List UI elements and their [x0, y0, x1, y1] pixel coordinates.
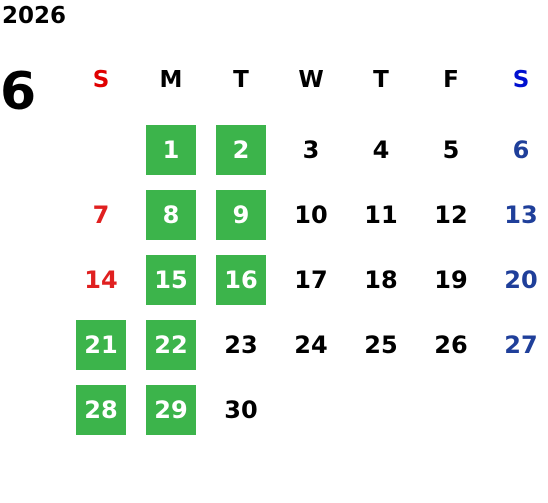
calendar-day-highlighted: 8 [146, 190, 196, 240]
calendar-cell: 1 [136, 125, 206, 190]
weekday-sun: S [92, 67, 110, 93]
calendar-day-highlighted: 22 [146, 320, 196, 370]
calendar-day-highlighted: 15 [146, 255, 196, 305]
calendar-day: 27 [504, 331, 538, 359]
calendar-cell: 15 [136, 255, 206, 320]
weekday-sat: S [512, 67, 530, 93]
calendar-day: 19 [434, 266, 468, 294]
calendar-day: 20 [504, 266, 538, 294]
calendar-cell: 18 [346, 255, 416, 320]
calendar-cell: 17 [276, 255, 346, 320]
calendar-cell: 16 [206, 255, 276, 320]
calendar-day-highlighted: 16 [216, 255, 266, 305]
calendar-day-highlighted: 28 [76, 385, 126, 435]
calendar-day: 30 [224, 396, 258, 424]
calendar-day: 24 [294, 331, 328, 359]
calendar-cell: 11 [346, 190, 416, 255]
calendar-cell: 24 [276, 320, 346, 385]
calendar-cell: 7 [66, 190, 136, 255]
calendar-day-highlighted: 2 [216, 125, 266, 175]
calendar-cell: 12 [416, 190, 486, 255]
calendar-cell: 4 [346, 125, 416, 190]
calendar-day: 6 [512, 136, 530, 164]
month-label: 6 [0, 62, 37, 122]
year-label: 2026 [2, 3, 67, 29]
calendar-day: 13 [504, 201, 538, 229]
calendar-cell: 8 [136, 190, 206, 255]
calendar-day-highlighted: 21 [76, 320, 126, 370]
calendar-cell: 25 [346, 320, 416, 385]
calendar-day: 12 [434, 201, 468, 229]
calendar-day: 7 [92, 201, 110, 229]
weekday-wed: W [298, 67, 324, 93]
calendar-cell: 10 [276, 190, 346, 255]
calendar-cell: 14 [66, 255, 136, 320]
calendar-day: 18 [364, 266, 398, 294]
calendar-day: 10 [294, 201, 328, 229]
calendar-cell [276, 385, 346, 450]
calendar-cell [66, 125, 136, 190]
calendar-cell [346, 385, 416, 450]
calendar-day: 11 [364, 201, 398, 229]
calendar-day: 3 [302, 136, 320, 164]
calendar-day: 23 [224, 331, 258, 359]
calendar-day: 14 [84, 266, 118, 294]
calendar-cell: 2 [206, 125, 276, 190]
calendar-cell: 29 [136, 385, 206, 450]
calendar-cell [416, 385, 486, 450]
weekday-tue: T [233, 67, 249, 93]
calendar-cell: 28 [66, 385, 136, 450]
calendar-cell: 30 [206, 385, 276, 450]
weekday-fri: F [443, 67, 459, 93]
calendar-day: 5 [442, 136, 460, 164]
calendar-cell: 22 [136, 320, 206, 385]
calendar-cell: 20 [486, 255, 548, 320]
calendar-cell: 3 [276, 125, 346, 190]
calendar-day: 26 [434, 331, 468, 359]
calendar-day: 4 [372, 136, 390, 164]
calendar-day-highlighted: 9 [216, 190, 266, 240]
calendar-day-highlighted: 29 [146, 385, 196, 435]
calendar-cell: 6 [486, 125, 548, 190]
weekday-thu: T [373, 67, 389, 93]
calendar-day: 17 [294, 266, 328, 294]
calendar-cell: 23 [206, 320, 276, 385]
weekday-mon: M [159, 67, 183, 93]
calendar-cell: 21 [66, 320, 136, 385]
calendar-day: 25 [364, 331, 398, 359]
calendar-cell: 13 [486, 190, 548, 255]
calendar-cell: 26 [416, 320, 486, 385]
calendar-cell: 19 [416, 255, 486, 320]
calendar-cell: 9 [206, 190, 276, 255]
calendar-cell: 5 [416, 125, 486, 190]
calendar-day-highlighted: 1 [146, 125, 196, 175]
calendar-cell [486, 385, 548, 450]
calendar-cell: 27 [486, 320, 548, 385]
